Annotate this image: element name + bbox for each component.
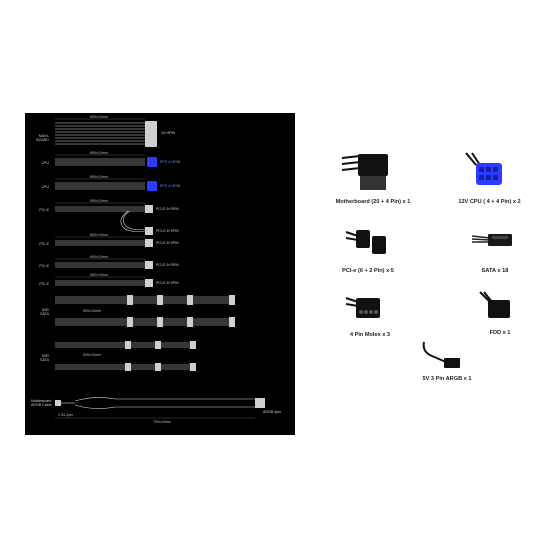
dim-sata: 500±10mm bbox=[83, 309, 101, 313]
row-label-pcie2: PCI-E bbox=[39, 242, 49, 246]
dim-pcie2: 600±10mm bbox=[90, 233, 108, 237]
label-cpu: 12V CPU ( 4 + 4 Pin) x 2 bbox=[458, 199, 521, 205]
conn-cpu2-label: EPS 4+4PIN bbox=[160, 184, 181, 188]
pcie-connector-icon bbox=[344, 222, 392, 269]
dim-mb: 600±10mm bbox=[90, 115, 108, 119]
molex-connector-icon bbox=[344, 290, 386, 335]
row-label-ide: IDE/SATA bbox=[40, 354, 49, 362]
dim-argb-a: 2.54-3pin bbox=[58, 413, 73, 417]
pcie1-connector-a bbox=[145, 205, 153, 213]
label-pcie: PCI-e (6 + 2 Pin) x 5 bbox=[342, 268, 394, 274]
row-label-sata: IDE/SATA bbox=[40, 308, 49, 316]
conn-pcie3-label: PCI-E 6+2PIN bbox=[156, 263, 179, 267]
row-label-pcie1: PCI-E bbox=[39, 208, 49, 212]
dim-pcie3: 600±10mm bbox=[90, 255, 108, 259]
dim-argb-b: 700±10mm bbox=[153, 420, 171, 424]
pcie4-connector bbox=[145, 279, 153, 287]
cable-diagram-panel: MAIN-BOARD CPU CPU PCI-E PCI-E PCI-E PCI… bbox=[25, 113, 295, 435]
mb-connector bbox=[145, 121, 157, 147]
pcie3-connector bbox=[145, 261, 153, 269]
pcie1-connector-b bbox=[145, 227, 153, 235]
cpu2-connector bbox=[147, 181, 157, 191]
conn-pcie4-label: PCI-E 6+2PIN bbox=[156, 281, 179, 285]
dim-pcie4: 550±10mm bbox=[90, 273, 108, 277]
conn-mb-label: 24+4PIN bbox=[161, 131, 176, 135]
mainboard-cable bbox=[55, 122, 145, 145]
fdd-connector-icon bbox=[478, 290, 514, 333]
conn-pcie1a-label: PCI-E 6+2PIN bbox=[156, 207, 179, 211]
label-motherboard: Motherboard (20 + 4 Pin) x 1 bbox=[335, 199, 411, 205]
row-label-pcie4: PCI-E bbox=[39, 282, 49, 286]
argb-connector-icon bbox=[420, 338, 466, 383]
label-molex: 4 Pin Molex x 3 bbox=[349, 332, 391, 338]
conn-cpu1-label: EPS 4+4PIN bbox=[160, 160, 181, 164]
sata-connector-icon bbox=[470, 226, 518, 261]
dim-cpu1: 650±10mm bbox=[90, 151, 108, 155]
cable-diagram bbox=[55, 118, 265, 419]
conn-pcie1b-label: PCI-E 6+2PIN bbox=[156, 229, 179, 233]
dim-ide: 500±10mm bbox=[83, 353, 101, 357]
label-fdd: FDD x 1 bbox=[489, 330, 511, 336]
row-label-pcie3: PCI-E bbox=[39, 264, 49, 268]
pcie2-connector bbox=[145, 239, 153, 247]
row-label-cpu1: CPU bbox=[41, 161, 49, 165]
dim-pcie1: 550±10mm bbox=[90, 199, 108, 203]
conn-argb-label: ARGB 3pin bbox=[263, 410, 281, 414]
dim-cpu2: 650±10mm bbox=[90, 175, 108, 179]
row-label-mb: MAIN-BOARD bbox=[36, 134, 49, 142]
conn-pcie2-label: PCI-E 6+2PIN bbox=[156, 241, 179, 245]
label-sata: SATA x 18 bbox=[481, 268, 509, 274]
cpu-8pin-connector-icon bbox=[462, 151, 506, 198]
atx-24pin-connector-icon bbox=[340, 150, 392, 199]
label-argb: 5V 3 Pin ARGB x 1 bbox=[422, 376, 472, 382]
argb-connector bbox=[255, 398, 265, 408]
row-label-cpu2: CPU bbox=[41, 185, 49, 189]
cpu1-connector bbox=[147, 157, 157, 167]
